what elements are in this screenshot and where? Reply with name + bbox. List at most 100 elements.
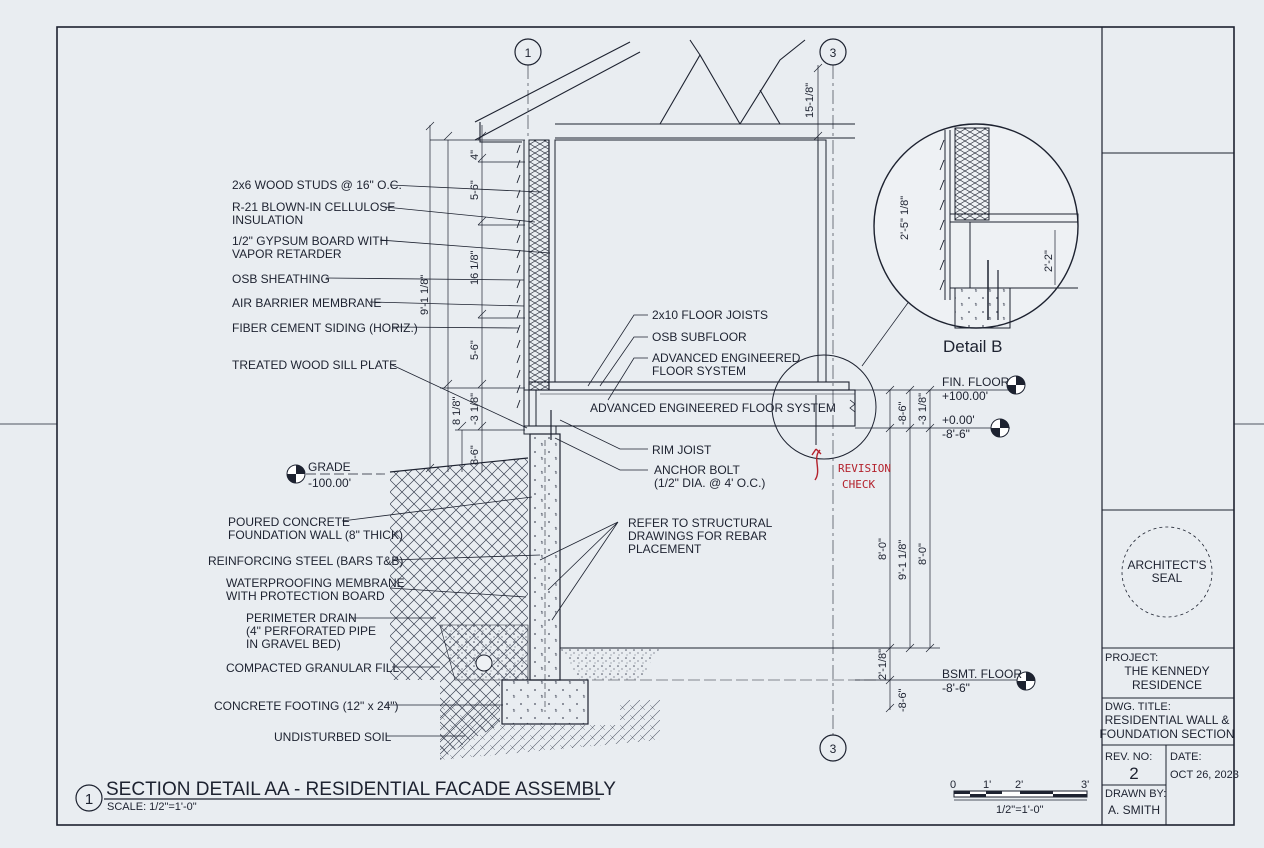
bsmt-floor-label: BSMT. FLOOR <box>942 667 1022 681</box>
callout-text: FIBER CEMENT SIDING (HORIZ.) <box>232 321 418 335</box>
project-label: PROJECT: <box>1105 652 1158 664</box>
callout-text: (4" PERFORATED PIPE <box>246 624 376 638</box>
revision-text-1: REVISION <box>838 462 891 475</box>
roof-truss <box>474 39 855 143</box>
leaders-right <box>539 314 648 621</box>
detail-callout-circle <box>771 299 911 460</box>
callout-text: UNDISTURBED SOIL <box>274 730 392 744</box>
title-number: 1 <box>85 791 93 808</box>
date-label: DATE: <box>1170 751 1202 763</box>
callout-text: OSB SHEATHING <box>232 272 330 286</box>
grade-label: GRADE <box>308 460 351 474</box>
fin-floor-label: FIN. FLOOR <box>942 375 1010 389</box>
bsmt-floor-marker-icon <box>1016 671 1036 691</box>
grade-marker-icon <box>286 464 306 484</box>
zero-level-value: -8'-6" <box>942 427 970 441</box>
dim-text: 2'-1/8" <box>877 649 889 680</box>
grid-label-1: 1 <box>525 46 532 60</box>
callout-text: FOUNDATION WALL (8" THICK) <box>228 528 403 542</box>
drawn-label: DRAWN BY: <box>1105 788 1166 800</box>
callout-text: 2x6 WOOD STUDS @ 16" O.C. <box>232 178 402 192</box>
scale-tick: 2' <box>1015 779 1023 791</box>
callout-text: PLACEMENT <box>628 542 702 556</box>
callout-text: POURED CONCRETE <box>228 515 350 529</box>
dwg-title: RESIDENTIAL WALL & <box>1105 713 1230 727</box>
callout-text: RIM JOIST <box>652 443 712 457</box>
callout-text: REINFORCING STEEL (BARS T&B) <box>208 554 403 568</box>
callout-text: AIR BARRIER MEMBRANE <box>232 296 381 310</box>
scale-bar-text: 1/2"=1'-0" <box>996 804 1044 816</box>
seal-text: ARCHITECT'S <box>1128 558 1207 572</box>
detail-b-dim2: 2'-2" <box>1043 250 1055 272</box>
dwg-title-label: DWG. TITLE: <box>1105 701 1171 713</box>
detail-b-dim1: 2'-5" 1/8" <box>899 196 911 240</box>
callout-text: PERIMETER DRAIN <box>246 611 357 625</box>
grid-label-3-bottom: 3 <box>830 742 837 756</box>
scale-tick: 3' <box>1081 779 1089 791</box>
foundation <box>389 410 890 760</box>
dim-texts-left: 4" 5-6" 16 1/8" 5-6" 9'-1 1/8" 8 1/8" -3… <box>419 150 481 465</box>
callout-text: FLOOR SYSTEM <box>652 364 746 378</box>
seal-text: SEAL <box>1152 571 1183 585</box>
drawing-title: SECTION DETAIL AA - RESIDENTIAL FACADE A… <box>106 779 616 800</box>
dim-text: 8 1/8" <box>451 397 463 425</box>
dwg-title: FOUNDATION SECTION <box>1099 727 1234 741</box>
callout-text: REFER TO STRUCTURAL <box>628 516 773 530</box>
grid-lines: 1 3 3 <box>514 38 847 762</box>
zero-level-label: +0.00' <box>942 413 975 427</box>
callout-text: ADVANCED ENGINEERED FLOOR SYSTEM <box>590 401 836 415</box>
architect-seal <box>1121 526 1213 618</box>
dimensions-right <box>813 63 1020 713</box>
callout-text: INSULATION <box>232 213 303 227</box>
dim-text: 16 1/8" <box>469 250 481 285</box>
rev-value: 2 <box>1129 764 1138 783</box>
callout-text: ANCHOR BOLT <box>654 463 740 477</box>
revision-text-2: CHECK <box>842 478 875 491</box>
callout-text: TREATED WOOD SILL PLATE <box>232 358 397 372</box>
dim-text: 5-6" <box>469 180 481 200</box>
dim-text: -3 1/8" <box>917 393 929 425</box>
callout-text: 1/2" GYPSUM BOARD WITH <box>232 234 388 248</box>
callout-text: ADVANCED ENGINEERED <box>652 351 801 365</box>
dim-text: 8'-0" <box>917 543 929 565</box>
callout-text: CONCRETE FOOTING (12" x 24") <box>214 699 399 713</box>
scale-tick: 1' <box>983 779 991 791</box>
wall-assembly <box>516 139 856 435</box>
rev-label: REV. NO: <box>1105 751 1152 763</box>
dim-text: 8'-0" <box>877 538 889 560</box>
dim-text: 4" <box>469 150 481 160</box>
dim-text: -8-6" <box>897 401 909 425</box>
callout-text: IN GRAVEL BED) <box>246 637 341 651</box>
date-value: OCT 26, 2023 <box>1170 769 1239 781</box>
title-block: ARCHITECT'S SEAL PROJECT: THE KENNEDY RE… <box>1099 526 1239 825</box>
dim-text: 15-1/8" <box>804 83 816 118</box>
project-name: THE KENNEDY <box>1124 664 1209 678</box>
dim-text: 8-6" <box>469 445 481 465</box>
callout-text: WITH PROTECTION BOARD <box>226 589 385 603</box>
callout-text: (1/2" DIA. @ 4' O.C.) <box>654 476 765 490</box>
callout-text: DRAWINGS FOR REBAR <box>628 529 767 543</box>
fin-floor-marker-icon <box>1006 375 1026 395</box>
drawing-title-block: 1 SECTION DETAIL AA - RESIDENTIAL FACADE… <box>75 779 616 813</box>
callout-text: OSB SUBFLOOR <box>652 330 747 344</box>
dim-text: -3 1/8" <box>469 393 481 425</box>
revision-markup: REVISION CHECK <box>811 448 891 491</box>
zero-marker-icon <box>990 418 1010 438</box>
scale-bar: 0 1' 2' 3' 1/2"=1'-0" <box>950 779 1089 816</box>
detail-b-label: Detail B <box>943 337 1003 356</box>
grade-value: -100.00' <box>308 476 351 490</box>
dim-texts-right: 15-1/8" -8-6" -3 1/8" 8'-0" 9'-1 1/8" 8'… <box>804 83 929 712</box>
sheet-border <box>56 26 1235 826</box>
bsmt-floor-value: -8'-6" <box>942 681 970 695</box>
dimensions-left <box>425 121 525 473</box>
grid-label-3-top: 3 <box>830 46 837 60</box>
callout-text: R-21 BLOWN-IN CELLULOSE <box>232 200 395 214</box>
dim-text: 9'-1 1/8" <box>897 540 909 580</box>
callouts-right: 2x10 FLOOR JOISTS OSB SUBFLOOR ADVANCED … <box>590 308 836 556</box>
leaders-left <box>325 184 551 737</box>
dim-text: 5-6" <box>469 340 481 360</box>
dim-text: -8-6" <box>897 688 909 712</box>
drawing-scale: SCALE: 1/2"=1'-0" <box>107 801 197 813</box>
drawn-value: A. SMITH <box>1108 803 1160 817</box>
